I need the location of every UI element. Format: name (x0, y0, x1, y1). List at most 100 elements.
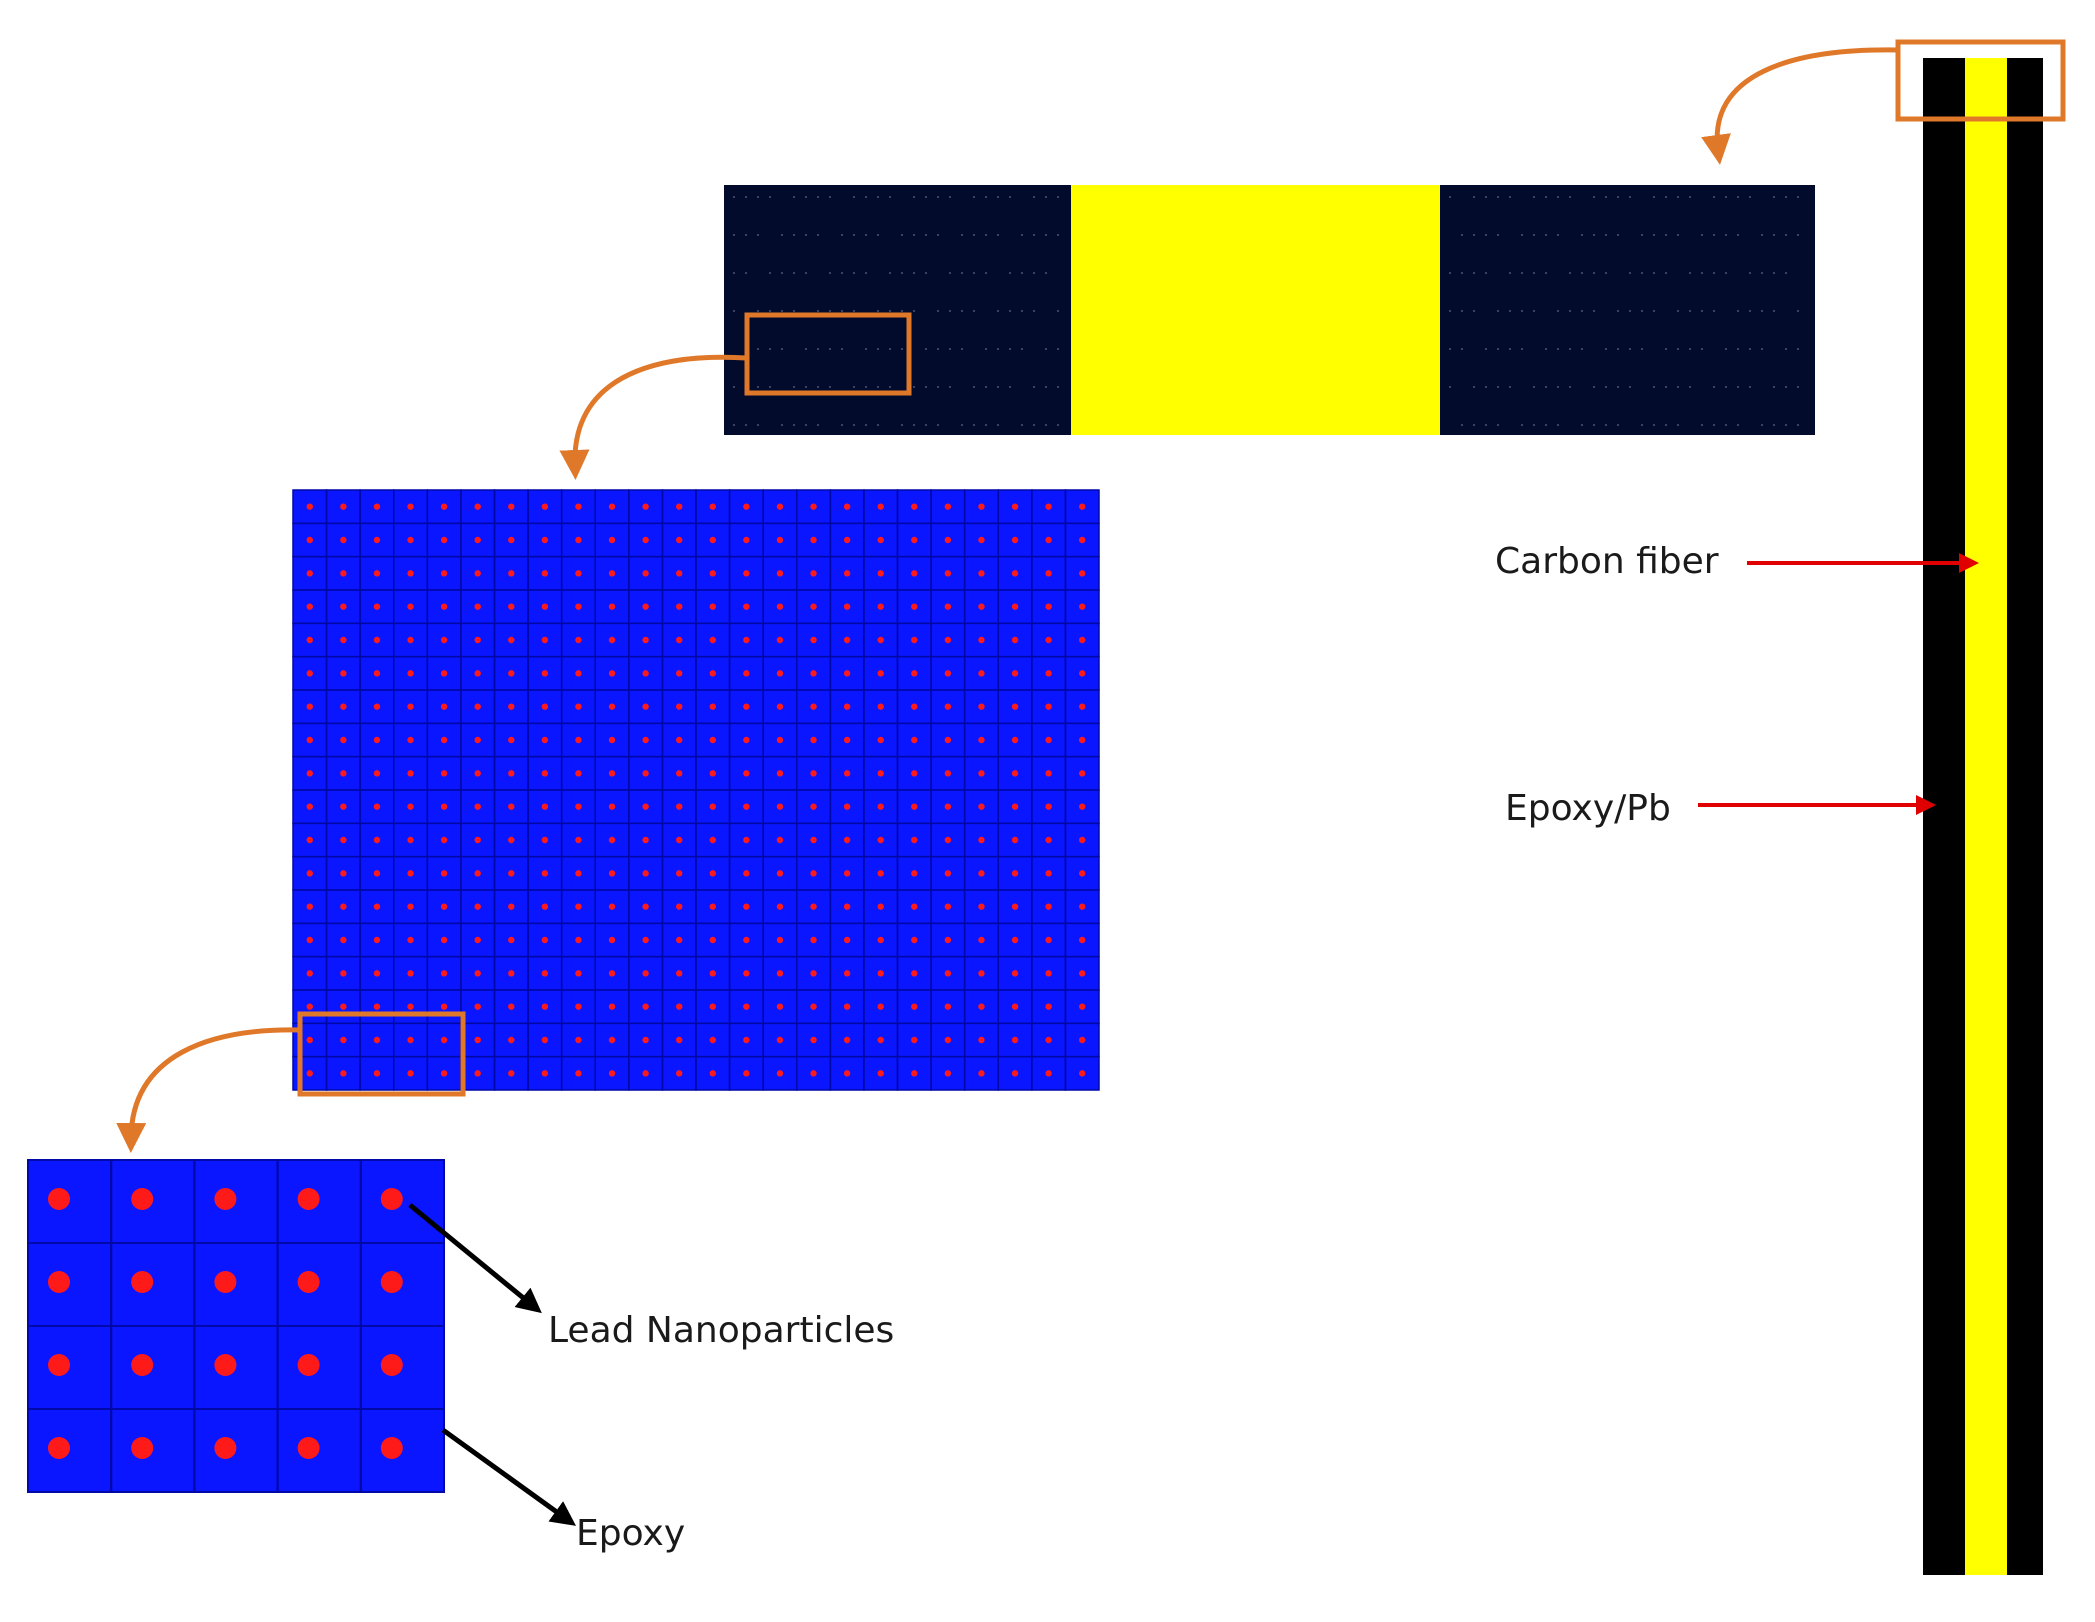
section-particle-dot (1629, 310, 1631, 312)
micro-nanoparticle (575, 736, 582, 744)
unit-nanoparticle (131, 1437, 154, 1459)
micro-nanoparticle (709, 936, 716, 944)
micro-nanoparticle (978, 1003, 985, 1010)
section-particle-dot (1497, 196, 1499, 198)
section-particle-dot (1701, 424, 1703, 426)
micro-nanoparticle (608, 770, 616, 777)
micro-nanoparticle (575, 603, 582, 610)
micro-nanoparticle (743, 836, 750, 844)
top-zoom-box (1895, 39, 2066, 122)
micro-nanoparticle (407, 970, 414, 977)
micro-nanoparticle (340, 770, 347, 777)
laminate-right-epoxy-pb-layer (2007, 58, 2043, 1575)
micro-nanoparticle (541, 636, 549, 644)
micro-nanoparticle (642, 770, 649, 777)
micro-nanoparticle (676, 736, 683, 744)
micro-nanoparticle (1011, 970, 1019, 977)
unit-nanoparticle (297, 1271, 320, 1293)
micro-nanoparticle (810, 503, 817, 510)
section-particle-dot (1605, 386, 1607, 388)
micro-nanoparticle (642, 736, 649, 744)
section-particle-dot (1689, 196, 1691, 198)
micro-nanoparticle (944, 603, 952, 610)
micro-nanoparticle (709, 1070, 716, 1077)
section-particle-dot (961, 310, 963, 312)
micro-nanoparticle (474, 770, 481, 777)
section-particle-dot (937, 424, 939, 426)
micro-nanoparticle (608, 836, 616, 844)
micro-nanoparticle (843, 603, 851, 610)
section-particle-dot (1677, 424, 1679, 426)
section-particle-dot (1785, 196, 1787, 198)
micro-nanoparticle (373, 803, 381, 810)
section-particle-dot (1725, 272, 1727, 274)
micro-nanoparticle (1045, 1003, 1052, 1010)
micro-nanoparticle (1011, 870, 1019, 877)
section-particle-dot (733, 196, 735, 198)
micro-nanoparticle (911, 903, 918, 910)
section-particle-dot (1617, 424, 1619, 426)
section-particle-dot (1773, 310, 1775, 312)
micro-nanoparticle (474, 936, 481, 944)
micro-nanoparticle (440, 1003, 448, 1010)
micro-nanoparticle (743, 803, 750, 810)
micro-nanoparticle (1011, 603, 1019, 610)
section-particle-dot (1545, 348, 1547, 350)
section-particle-dot (997, 234, 999, 236)
micro-nanoparticle (306, 503, 313, 510)
micro-nanoparticle (541, 703, 549, 710)
micro-nanoparticle (1079, 870, 1086, 877)
micro-nanoparticle (306, 603, 313, 610)
micro-nanoparticle (810, 870, 817, 877)
micro-nanoparticle (944, 1003, 952, 1010)
micro-nanoparticle (709, 536, 716, 544)
section-particle-dot (1021, 310, 1023, 312)
section-particle-dot (1033, 272, 1035, 274)
micro-nanoparticle (776, 670, 784, 677)
micro-nanoparticle (810, 670, 817, 677)
section-particle-dot (937, 196, 939, 198)
section-particle-dot (745, 272, 747, 274)
section-particle-dot (1749, 386, 1751, 388)
micro-nanoparticle (373, 603, 381, 610)
section-particle-dot (745, 424, 747, 426)
micro-nanoparticle (743, 870, 750, 877)
micro-nanoparticle (440, 803, 448, 810)
section-particle-dot (769, 386, 771, 388)
section-particle-dot (1497, 424, 1499, 426)
micro-nanoparticle (944, 870, 952, 877)
micro-nanoparticle (306, 836, 313, 844)
section-particle-dot (745, 196, 747, 198)
micro-nanoparticle (877, 636, 884, 644)
micro-nanoparticle (776, 703, 784, 710)
micro-nanoparticle (575, 536, 582, 544)
section-particle-dot (1045, 348, 1047, 350)
micro-nanoparticle (978, 1070, 985, 1077)
micro-nanoparticle (642, 503, 649, 510)
micro-nanoparticle (676, 903, 683, 910)
micro-nanoparticle (978, 570, 985, 577)
section-particle-dot (1749, 196, 1751, 198)
section-particle-dot (985, 234, 987, 236)
section-particle-dot (1605, 196, 1607, 198)
micro-nanoparticle (1011, 903, 1019, 910)
micro-nanoparticle (541, 1070, 549, 1077)
section-particle-dot (1785, 386, 1787, 388)
micro-nanoparticle (340, 970, 347, 977)
micro-nanoparticle (440, 1036, 448, 1044)
section-particle-dot (781, 310, 783, 312)
micro-nanoparticle (373, 636, 381, 644)
micro-nanoparticle (642, 636, 649, 644)
section-particle-dot (1617, 348, 1619, 350)
micro-nanoparticle (474, 870, 481, 877)
micro-nanoparticle (474, 570, 481, 577)
micro-nanoparticle (306, 636, 313, 644)
micro-nanoparticle (440, 603, 448, 610)
micro-nanoparticle (440, 570, 448, 577)
section-particle-dot (793, 272, 795, 274)
micro-nanoparticle (508, 603, 515, 610)
section-particle-dot (1557, 234, 1559, 236)
micro-nanoparticle (440, 970, 448, 977)
micro-nanoparticle (911, 536, 918, 544)
section-particle-dot (1509, 348, 1511, 350)
